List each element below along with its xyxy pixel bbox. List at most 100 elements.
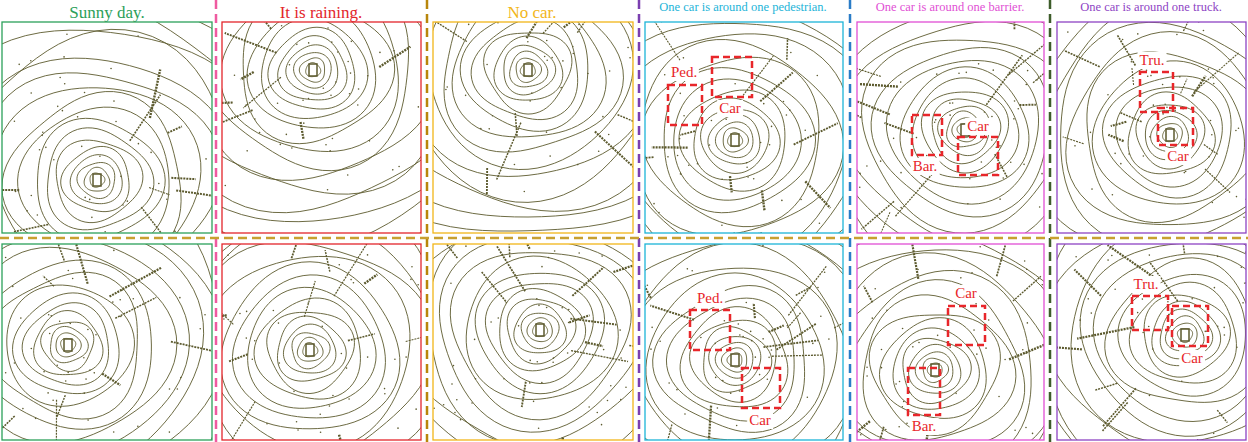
scan-point: [37, 214, 39, 216]
scan-ring: [41, 322, 94, 371]
scan-ring: [2, 29, 212, 233]
scan-ring: [857, 22, 1044, 233]
column-divider: [215, 0, 218, 442]
scan-ring: [645, 34, 843, 233]
scan-ring: [2, 244, 212, 440]
scan-point: [514, 164, 516, 166]
scan-point: [968, 347, 970, 349]
scan-point: [886, 309, 888, 311]
scan-point: [762, 338, 764, 340]
scan-ring: [1057, 244, 1246, 440]
scan-ring: [2, 73, 212, 233]
object-box: [1140, 72, 1173, 112]
scan-structure: [57, 395, 66, 417]
scan-point: [546, 307, 548, 309]
scan-structure: [707, 406, 711, 440]
scan-point: [259, 132, 261, 134]
scan-point: [771, 126, 773, 128]
scan-point: [898, 426, 900, 428]
scan-ring: [1057, 22, 1246, 233]
scan-point: [446, 86, 448, 88]
scan-structure: [595, 132, 633, 170]
scan-point: [553, 357, 555, 359]
scan-ring: [500, 289, 586, 371]
scan-ring: [645, 244, 843, 440]
scan-ring: [862, 40, 1044, 233]
scan-point: [668, 382, 670, 384]
scan-point: [541, 266, 543, 268]
scan-point: [609, 70, 611, 72]
scan-point: [949, 114, 951, 116]
scan-structure: [102, 374, 120, 386]
scan-point: [69, 323, 71, 325]
scan-point: [568, 309, 570, 311]
scan-ring: [1177, 329, 1192, 343]
scan-point: [541, 382, 543, 384]
scan-ring: [645, 22, 843, 233]
scan-point: [746, 162, 748, 164]
scan-point: [445, 89, 447, 91]
scan-ring: [1071, 244, 1246, 440]
scan-point: [1010, 161, 1012, 163]
scan-point: [138, 143, 140, 145]
scan-point: [57, 106, 59, 108]
scan-structure: [325, 250, 330, 272]
scan-ring: [433, 244, 633, 440]
scan-structure: [618, 115, 633, 129]
panel-frame: [222, 244, 421, 440]
scan-point: [35, 418, 37, 420]
scan-ring: [306, 63, 321, 77]
scan-structure: [258, 22, 271, 29]
scan-point: [984, 111, 986, 113]
scan-ring: [433, 22, 633, 233]
scan-point: [1128, 153, 1130, 155]
scan-structure: [776, 324, 816, 350]
point-cloud: [1057, 244, 1246, 440]
panel-frame: [2, 22, 212, 233]
scan-ring: [433, 244, 633, 440]
scan-structure: [754, 303, 755, 318]
scan-ring: [723, 128, 748, 152]
scan-point: [115, 121, 117, 123]
scan-point: [1176, 34, 1178, 36]
scan-ring: [450, 253, 631, 420]
scan-point: [337, 51, 339, 53]
scan-point: [722, 380, 724, 382]
scan-point: [629, 57, 631, 59]
scan-ring: [439, 244, 633, 432]
scan-ring: [222, 22, 421, 233]
scan-point: [601, 255, 603, 257]
scan-structure: [1064, 50, 1100, 66]
scan-structure: [1181, 79, 1187, 93]
panel-frame: [222, 22, 421, 233]
scan-structure: [794, 123, 838, 144]
scan-structure: [51, 244, 64, 260]
scan-point: [1238, 127, 1240, 129]
scan-point: [991, 139, 993, 141]
scan-point: [415, 408, 417, 410]
scan-ring: [286, 45, 338, 94]
scan-point: [331, 41, 333, 43]
scan-point: [357, 104, 359, 106]
scan-point: [180, 377, 182, 379]
scan-point: [246, 150, 248, 152]
scan-point: [1090, 132, 1092, 134]
scan-point: [59, 320, 61, 322]
scan-point: [245, 104, 247, 106]
scan-point: [18, 64, 20, 66]
scan-point: [273, 310, 275, 312]
scan-structure: [650, 306, 694, 320]
scan-point: [329, 150, 331, 152]
scan-point: [450, 282, 452, 284]
scan-point: [587, 73, 589, 75]
scan-point: [551, 57, 553, 59]
scan-point: [278, 322, 280, 324]
scan-ring: [1057, 244, 1246, 440]
scan-point: [245, 337, 247, 339]
scan-point: [658, 212, 660, 214]
scan-point: [739, 334, 741, 336]
scan-point: [529, 100, 531, 102]
scan-structure: [571, 351, 628, 362]
scan-ring: [1057, 22, 1246, 233]
point-cloud: [433, 22, 633, 233]
